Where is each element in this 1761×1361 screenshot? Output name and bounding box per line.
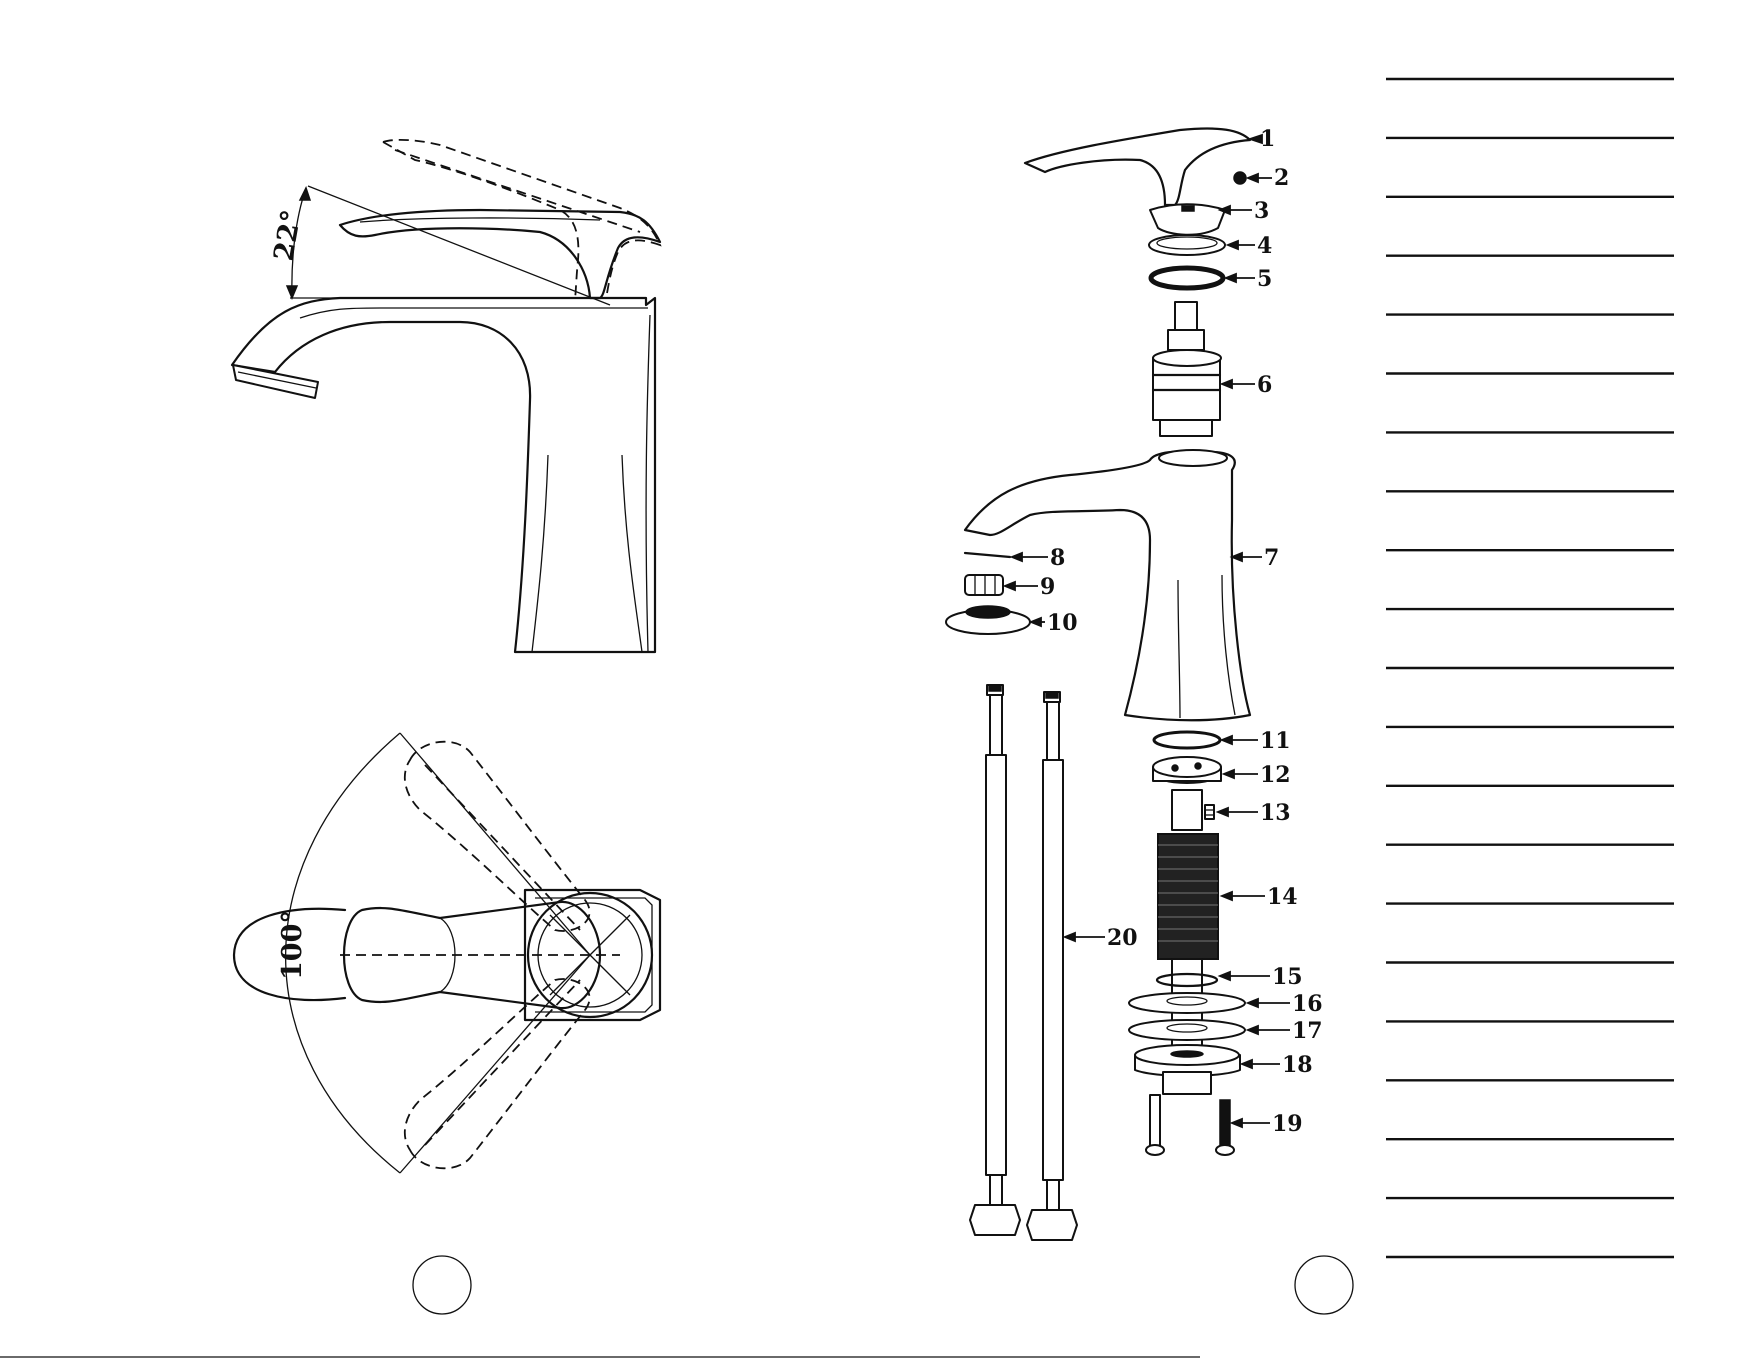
callout-19: 19: [1272, 1111, 1303, 1137]
callout-17: 17: [1292, 1018, 1323, 1044]
callout-14: 14: [1267, 884, 1298, 910]
callout-4: 4: [1257, 233, 1272, 259]
callout-12: 12: [1260, 762, 1291, 788]
page-number-circle-left: [413, 1256, 471, 1314]
callout-2: 2: [1274, 165, 1289, 191]
top-view-angle-label: 100°: [277, 910, 308, 980]
callout-18: 18: [1282, 1052, 1313, 1078]
callout-13: 13: [1260, 800, 1291, 826]
exploded-view: [946, 128, 1250, 1240]
callout-10: 10: [1047, 610, 1078, 636]
top-view-faucet: 100°: [234, 733, 660, 1173]
callout-20: 20: [1107, 925, 1138, 951]
callout-9: 9: [1040, 574, 1055, 600]
callout-1: 1: [1260, 126, 1275, 152]
callout-15: 15: [1272, 964, 1303, 990]
parts-list-rules: [1386, 79, 1674, 1257]
callout-8: 8: [1050, 545, 1065, 571]
callout-7: 7: [1264, 545, 1279, 571]
callout-6: 6: [1257, 372, 1272, 398]
side-view-faucet: 22°: [232, 140, 660, 652]
callout-5: 5: [1257, 266, 1272, 292]
side-view-angle-label: 22°: [268, 208, 307, 264]
page-number-circle-right: [1295, 1256, 1353, 1314]
callout-11: 11: [1260, 728, 1291, 754]
callout-3: 3: [1254, 198, 1269, 224]
callout-16: 16: [1292, 991, 1323, 1017]
